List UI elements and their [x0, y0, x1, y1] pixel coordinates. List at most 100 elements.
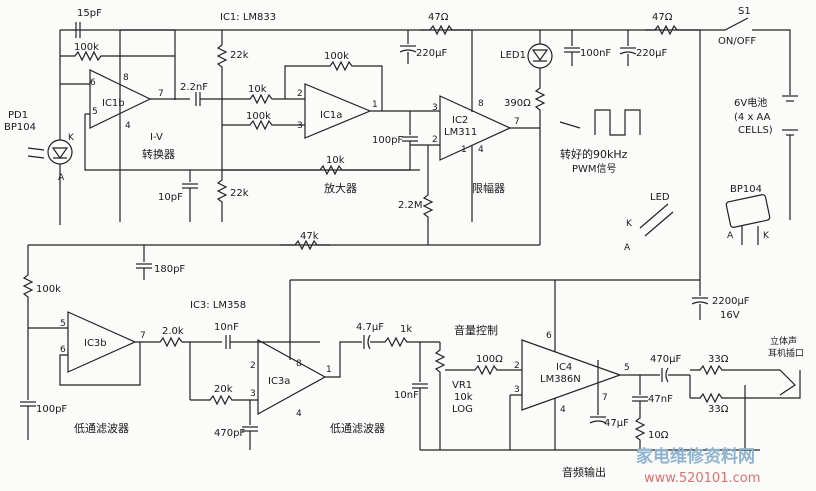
label-c2200u: 2200μF — [712, 296, 750, 307]
cap-220u2-b — [619, 51, 637, 55]
resistor-100k-ic1a — [284, 60, 383, 111]
label-r1k: 1k — [400, 324, 412, 335]
label-ic4: IC4 — [556, 362, 572, 373]
pd1-symbol — [51, 147, 69, 160]
label-c100p: 100pF — [372, 135, 403, 146]
pin-ic3b-7: 7 — [140, 331, 146, 341]
label-r100k-ic1a: 100k — [324, 51, 349, 62]
switch-s1 — [700, 17, 791, 95]
label-c470p: 470pF — [214, 428, 245, 439]
label-ic4-part: LM386N — [540, 374, 581, 385]
resistor-10 — [634, 401, 646, 450]
resistor-390 — [534, 68, 546, 245]
pin-ic3a-8: 8 — [296, 359, 302, 369]
led-icon — [639, 203, 674, 237]
led1-diode — [527, 43, 553, 69]
ic3a-opamp — [257, 338, 327, 416]
label-jack-2: 耳机插口 — [768, 347, 804, 359]
cap-2200u-b — [691, 301, 709, 305]
pin-ic2-1: 1 — [461, 145, 467, 155]
label-pd1: PD1 — [8, 110, 28, 121]
label-r20k: 20k — [214, 384, 233, 395]
pin-ic1b-6: 6 — [90, 78, 96, 88]
label-c10n: 10nF — [214, 322, 239, 333]
cap-470u-b — [665, 367, 669, 383]
label-c15p: 15pF — [77, 8, 102, 19]
label-iv: I-V — [150, 132, 163, 143]
resistor-100k-in — [222, 119, 305, 131]
label-pd1-part: BP104 — [4, 122, 36, 133]
label-vr1-log: LOG — [452, 404, 473, 415]
label-jack-1: 立体声 — [770, 335, 797, 347]
label-c10nf: 10nF — [394, 390, 419, 401]
label-r33-1: 33Ω — [708, 354, 729, 365]
pin-ic1a-1: 1 — [372, 100, 378, 110]
label-r22m: 2.2M — [398, 200, 423, 211]
label-vr1: VR1 — [452, 380, 472, 391]
label-onoff: ON/OFF — [718, 36, 756, 47]
resistor-100k-lp — [22, 245, 34, 400]
label-c2200u-v: 16V — [720, 310, 740, 321]
resistor-33-1 — [689, 364, 760, 398]
cap-220u1-b — [399, 49, 417, 53]
pin-ic1b-5: 5 — [92, 107, 98, 117]
label-c22n: 2.2nF — [180, 82, 208, 93]
label-c47n: 47nF — [648, 394, 673, 405]
label-ic2-part: LM311 — [444, 127, 477, 138]
led1-symbol — [531, 49, 549, 62]
potentiometer-vr1 — [434, 342, 446, 450]
label-ic1b: IC1b — [102, 98, 125, 109]
label-r10: 10Ω — [648, 430, 669, 441]
label-r33-2: 33Ω — [708, 404, 729, 415]
pin-ic1b-7: 7 — [158, 89, 164, 99]
resistor-22k-bottom — [216, 130, 228, 222]
pin-ic1b-4: 4 — [125, 121, 131, 131]
label-ic3b: IC3b — [84, 338, 107, 349]
ic1a-opamp — [304, 83, 372, 139]
watermark-cn: 家电维修资料网 — [636, 446, 755, 467]
label-c47u-out: 47μF — [604, 418, 629, 429]
label-pwm-2: PWM信号 — [572, 163, 617, 175]
label-r47-1: 47Ω — [428, 12, 449, 23]
label-c100n: 100nF — [580, 48, 611, 59]
label-audio-out: 音频输出 — [562, 465, 606, 479]
label-vol: 音量控制 — [454, 323, 498, 337]
resistor-2k0 — [135, 336, 222, 348]
resistor-20k — [190, 394, 258, 406]
ic1b-opamp — [89, 69, 152, 129]
ic4-amplifier — [521, 339, 622, 411]
label-r390: 390Ω — [504, 98, 531, 109]
label-r10k-in: 10k — [248, 84, 267, 95]
label-r47k: 47k — [300, 231, 319, 242]
label-pwm-1: 转好的90kHz — [560, 147, 628, 161]
pin-ic2-4: 4 — [478, 145, 484, 155]
resistor-10k-long — [222, 164, 410, 176]
pd1-photodiode — [47, 139, 73, 165]
headphone-jack — [744, 369, 801, 450]
pin-ic3b-6: 6 — [60, 345, 66, 355]
label-bp104: BP104 — [730, 184, 762, 195]
resistor-47k — [280, 239, 330, 251]
resistor-33-2 — [690, 392, 760, 404]
label-led1: LED1 — [500, 50, 526, 61]
label-bp104-k: K — [763, 231, 770, 241]
label-bp104-a: A — [727, 231, 734, 241]
watermark-url: www.520101.com — [644, 471, 760, 486]
pin-ic1a-2: 2 — [297, 89, 303, 99]
pin-ic1b-8: 8 — [123, 73, 129, 83]
resistor-100k-feedback — [60, 50, 175, 62]
pin-ic2-8: 8 — [478, 99, 484, 109]
label-c100p-lp: 100pF — [36, 404, 67, 415]
bp104-package-icon — [725, 194, 771, 228]
label-s1: S1 — [738, 6, 751, 17]
light-arrows — [27, 147, 45, 159]
resistor-2m2 — [422, 145, 434, 245]
label-lpf2: 低通滤波器 — [330, 422, 385, 435]
label-r10k-long: 10k — [326, 155, 345, 166]
pin-ic3a-1: 1 — [326, 365, 332, 375]
resistor-47-1 — [420, 24, 470, 36]
label-r100k-lp: 100k — [36, 284, 61, 295]
label-pd1-a: A — [58, 173, 65, 183]
